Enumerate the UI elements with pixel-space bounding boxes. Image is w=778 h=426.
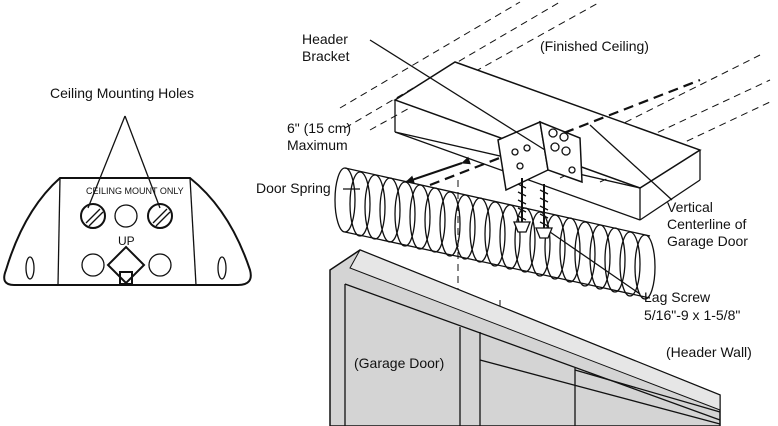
garage-door-label: (Garage Door) [354, 355, 444, 371]
header-bracket-label-1: Header [302, 31, 348, 47]
finished-ceiling-label: (Finished Ceiling) [540, 38, 649, 54]
lag-screw-label-1: Lag Screw [644, 289, 711, 305]
dimension-arrow [405, 156, 471, 184]
vertical-centerline-label-2: Centerline of [667, 216, 746, 232]
ceiling-mounting-holes-label: Ceiling Mounting Holes [50, 85, 194, 101]
header-bracket-label-2: Bracket [302, 48, 350, 64]
installation-view [329, 1, 771, 426]
vertical-centerline-label-1: Vertical [667, 199, 713, 215]
header-bracket [497, 120, 583, 192]
up-arrow-icon [106, 245, 146, 285]
lag-screws [513, 178, 553, 239]
bracket-front-view [3, 115, 252, 286]
mounting-hole-left [80, 203, 106, 229]
six-inch-label-2: Maximum [287, 137, 348, 153]
up-label: UP [118, 234, 135, 248]
six-inch-label-1: 6" (15 cm) [287, 120, 351, 136]
door-spring [334, 167, 656, 300]
door-spring-label: Door Spring [256, 180, 331, 196]
mounting-hole-right [147, 203, 173, 229]
lag-screw-label-2: 5/16"-9 x 1-5/8" [644, 307, 740, 323]
header-wall-label: (Header Wall) [666, 344, 752, 360]
garage-door [329, 249, 721, 426]
ceiling-mount-only-label: CEILING MOUNT ONLY [86, 186, 184, 196]
vertical-centerline-label-3: Garage Door [667, 233, 748, 249]
